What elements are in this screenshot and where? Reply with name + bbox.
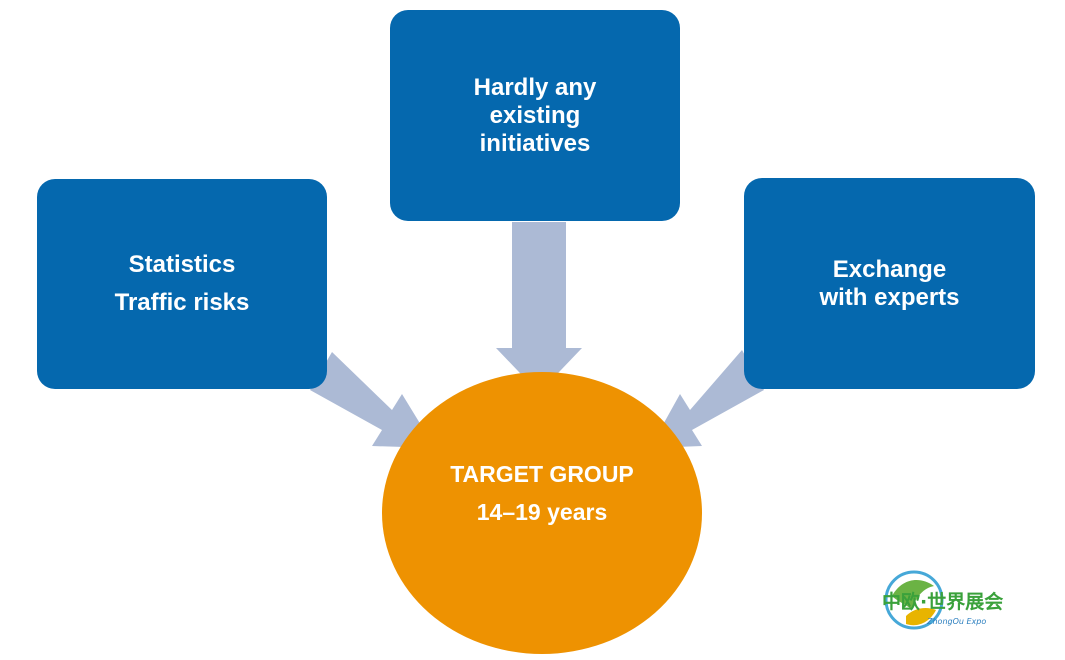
arrow-left [310,352,435,448]
arrow-top [496,222,582,393]
target-group-age: 14–19 years [476,499,608,525]
watermark-logo: 中欧·世界展会 ZhongOu Expo [872,558,1052,648]
box-experts: Exchange with experts [744,178,1035,389]
watermark-subtitle: ZhongOu Expo [926,617,986,626]
box-right-line-2: with experts [819,283,960,311]
box-initiatives: Hardly any existing initiatives [390,10,680,221]
watermark-title: 中欧·世界展会 [882,590,1003,613]
box-right-line-1: Exchange [832,255,947,283]
globe-logo-icon: 中欧·世界展会 ZhongOu Expo [882,570,1003,630]
box-left-line-1: Statistics [128,251,236,278]
target-group-circle: TARGET GROUP 14–19 years [382,372,702,654]
box-statistics: Statistics Traffic risks [37,179,327,389]
box-top-line-2: existing [489,101,581,129]
box-top-line-1: Hardly any [473,73,597,101]
target-group-title: TARGET GROUP [450,461,634,487]
box-left-line-2: Traffic risks [114,289,250,316]
box-top-line-3: initiatives [479,129,591,157]
arrow-right [650,350,764,448]
